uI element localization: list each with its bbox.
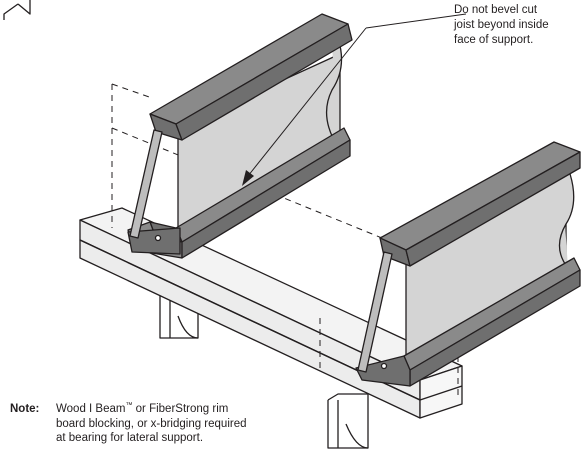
nail-hole — [154, 234, 162, 242]
nail-hole — [380, 362, 388, 370]
callout-line: face of support. — [454, 34, 534, 46]
callout-line: Do not bevel cut — [454, 4, 538, 16]
note-line-1-pre: Wood I Beam — [56, 403, 126, 415]
trademark-symbol: ™ — [125, 402, 133, 410]
note-text: Wood I Beam™ or FiberStrong rim board bl… — [56, 402, 247, 446]
callout-text: Do not bevel cut joist beyond inside fac… — [454, 3, 582, 48]
joist-left — [127, 13, 353, 259]
note-line-1-post: or FiberStrong rim — [132, 403, 229, 415]
note-label: Note: — [10, 403, 40, 415]
joist-right — [355, 141, 581, 387]
note-line-2: board blocking, or x-bridging required — [56, 417, 247, 430]
callout-line: joist beyond inside — [454, 19, 549, 31]
note-line-1: Wood I Beam™ or FiberStrong rim — [56, 402, 247, 417]
note-line-3: at bearing for lateral support. — [56, 432, 204, 444]
hexagon-symbol — [3, 0, 31, 20]
callout-leader-arrow — [242, 13, 467, 186]
support-post-right — [327, 393, 369, 449]
